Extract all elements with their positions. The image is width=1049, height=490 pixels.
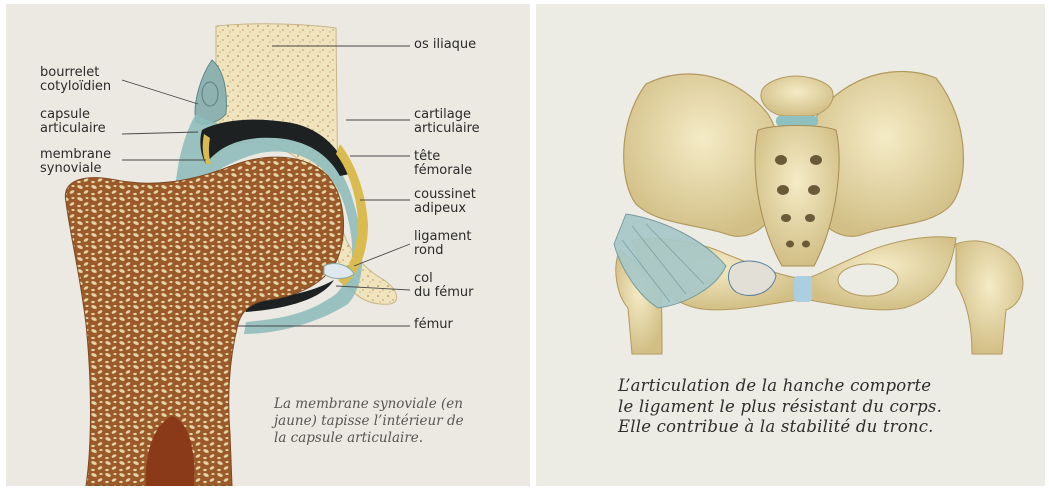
- label-col-du-femur: col du fémur: [414, 272, 473, 300]
- pubic-symphysis: [794, 276, 812, 302]
- label-cartilage-articulaire: cartilage articulaire: [414, 108, 480, 136]
- hip-joint-cross-section-figure: bourrelet cotyloïdien capsule articulair…: [6, 4, 530, 486]
- left-figure-caption: La membrane synoviale (en jaune) tapisse…: [274, 396, 524, 447]
- right-figure-caption: L’articulation de la hanche comporte le …: [618, 376, 1018, 438]
- label-femur: fémur: [414, 318, 453, 332]
- right-obturator-foramen: [838, 264, 898, 296]
- intervertebral-disc: [776, 116, 818, 126]
- label-membrane-synoviale: membrane synoviale: [40, 148, 111, 176]
- lumbar-vertebra: [761, 76, 833, 116]
- label-coussinet-adipeux: coussinet adipeux: [414, 188, 476, 216]
- pelvis-figure: L’articulation de la hanche comporte le …: [536, 4, 1045, 486]
- label-capsule-articulaire: capsule articulaire: [40, 108, 106, 136]
- label-os-iliaque: os iliaque: [414, 38, 476, 52]
- right-femur: [956, 241, 1023, 354]
- label-ligament-rond: ligament rond: [414, 230, 471, 258]
- sacrum: [755, 126, 839, 267]
- label-tete-femorale: tête fémorale: [414, 150, 472, 178]
- label-bourrelet-cotyloidien: bourrelet cotyloïdien: [40, 66, 111, 94]
